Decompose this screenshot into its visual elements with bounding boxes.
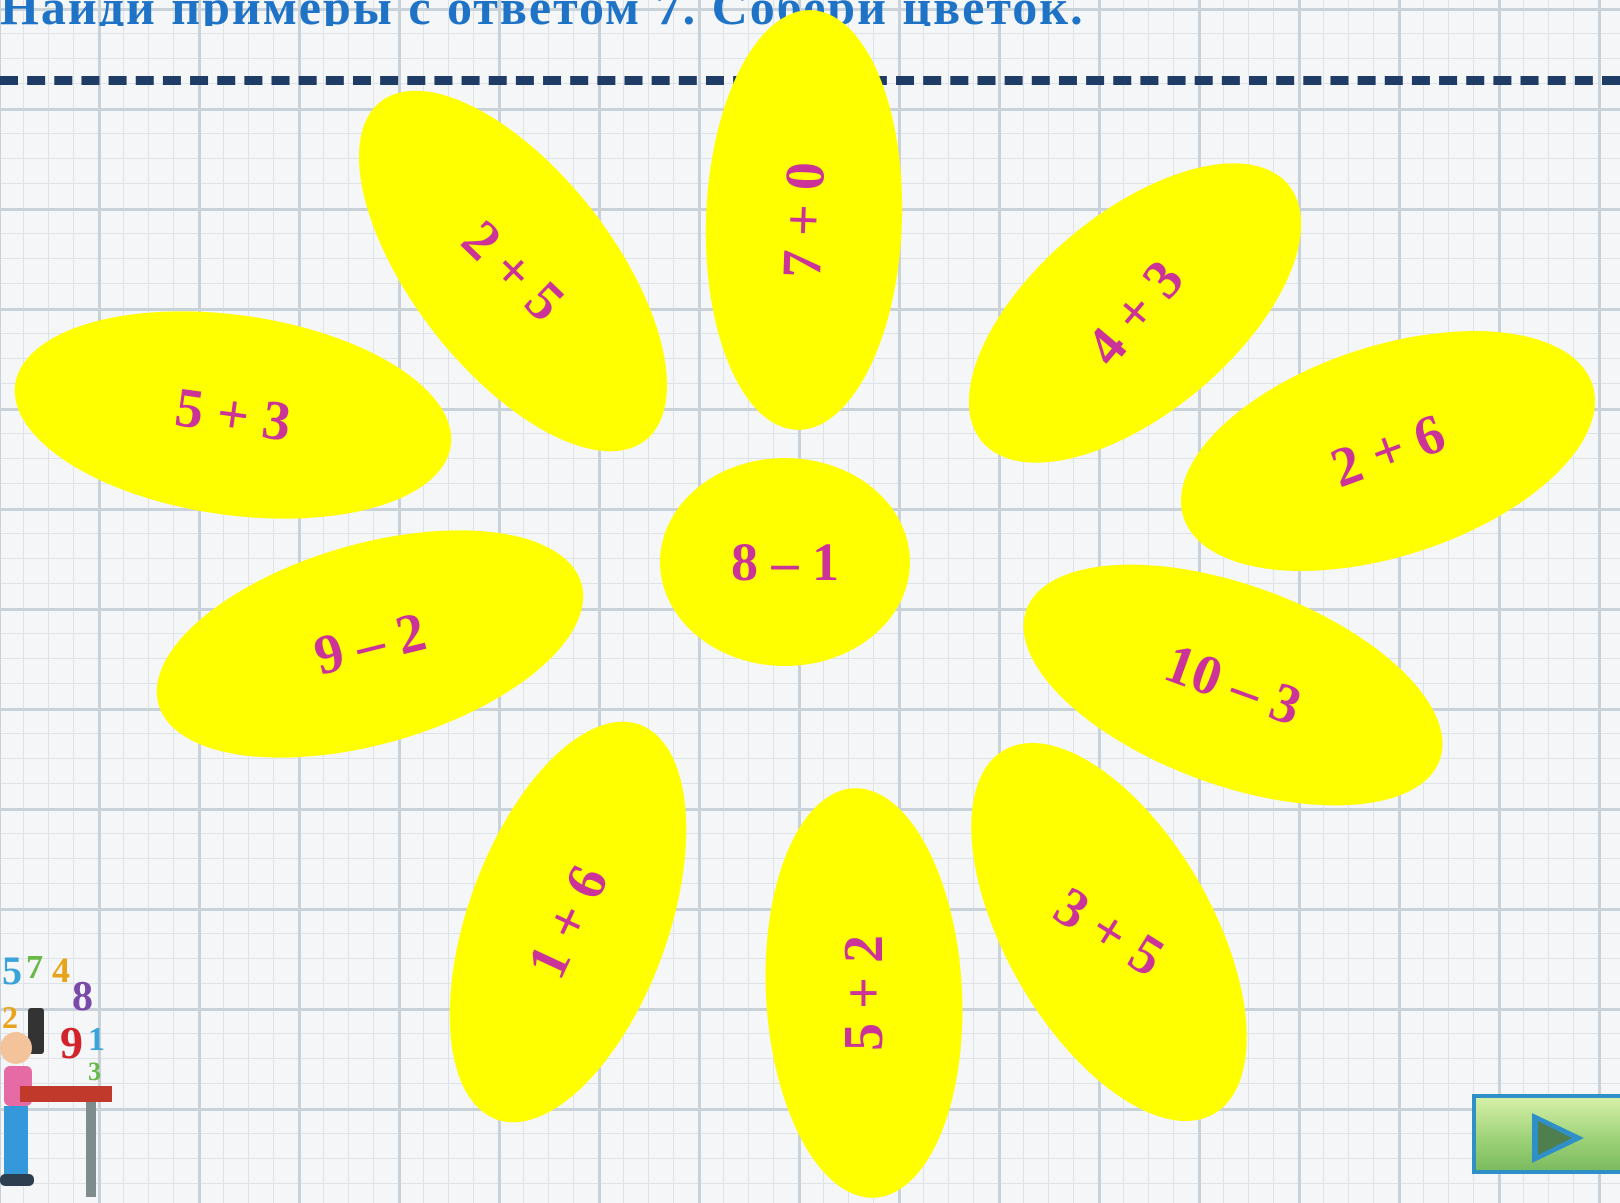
center-label: 8 – 1	[731, 535, 839, 589]
petal-label: 7 + 0	[774, 161, 834, 279]
petal-label: 2 + 5	[452, 211, 574, 332]
svg-text:1: 1	[88, 1021, 105, 1058]
svg-text:2: 2	[2, 999, 18, 1035]
flower-center[interactable]: 8 – 1	[660, 458, 910, 666]
next-slide-button[interactable]	[1472, 1094, 1620, 1174]
svg-text:9: 9	[60, 1017, 83, 1068]
petal-label: 3 + 5	[1045, 878, 1173, 987]
petal-5-plus-3[interactable]: 5 + 3	[1, 285, 465, 544]
petal-label: 5 + 2	[836, 935, 892, 1051]
petal-9-minus-2[interactable]: 9 – 2	[131, 487, 609, 801]
petal-label: 5 + 3	[172, 379, 295, 451]
petal-label: 4 + 3	[1076, 251, 1193, 376]
play-triangle-icon	[1528, 1110, 1588, 1166]
svg-text:5: 5	[2, 948, 22, 993]
svg-text:4: 4	[52, 950, 70, 990]
petal-label: 2 + 6	[1324, 405, 1452, 497]
petal-5-plus-2[interactable]: 5 + 2	[755, 783, 972, 1203]
petal-1-plus-6[interactable]: 1 + 6	[402, 690, 734, 1153]
svg-text:7: 7	[26, 949, 43, 986]
petal-label: 1 + 6	[518, 858, 618, 987]
petal-label: 9 – 2	[309, 603, 431, 684]
svg-text:3: 3	[88, 1057, 101, 1086]
svg-text:8: 8	[72, 974, 93, 1020]
petal-7-plus-0[interactable]: 7 + 0	[699, 7, 910, 434]
student-with-numbers-illustration: 5 7 4 8 9 1 3 2	[0, 948, 112, 1203]
petal-label: 10 – 3	[1158, 635, 1309, 736]
